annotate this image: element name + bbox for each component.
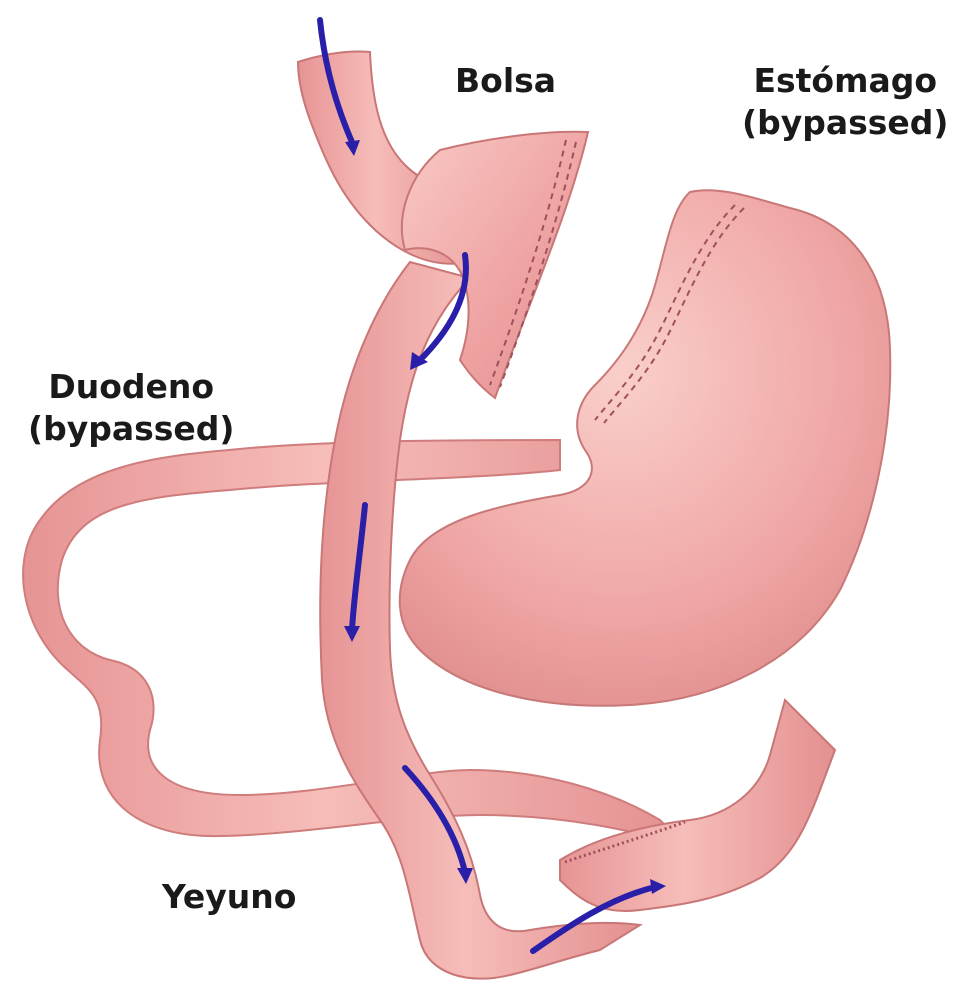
stomach-label-line2: (bypassed) <box>742 102 948 144</box>
label-stomach: Estómago (bypassed) <box>742 60 948 144</box>
jejunum-label-text: Yeyuno <box>162 876 296 918</box>
label-jejunum: Yeyuno <box>162 876 296 918</box>
gastric-pouch <box>402 132 588 398</box>
duodenum-label-line2: (bypassed) <box>28 408 234 450</box>
stomach-label-line1: Estómago <box>742 60 948 102</box>
duodenum-label-line1: Duodeno <box>28 366 234 408</box>
pouch-label-text: Bolsa <box>455 60 556 102</box>
label-duodenum: Duodeno (bypassed) <box>28 366 234 450</box>
label-pouch: Bolsa <box>455 60 556 102</box>
